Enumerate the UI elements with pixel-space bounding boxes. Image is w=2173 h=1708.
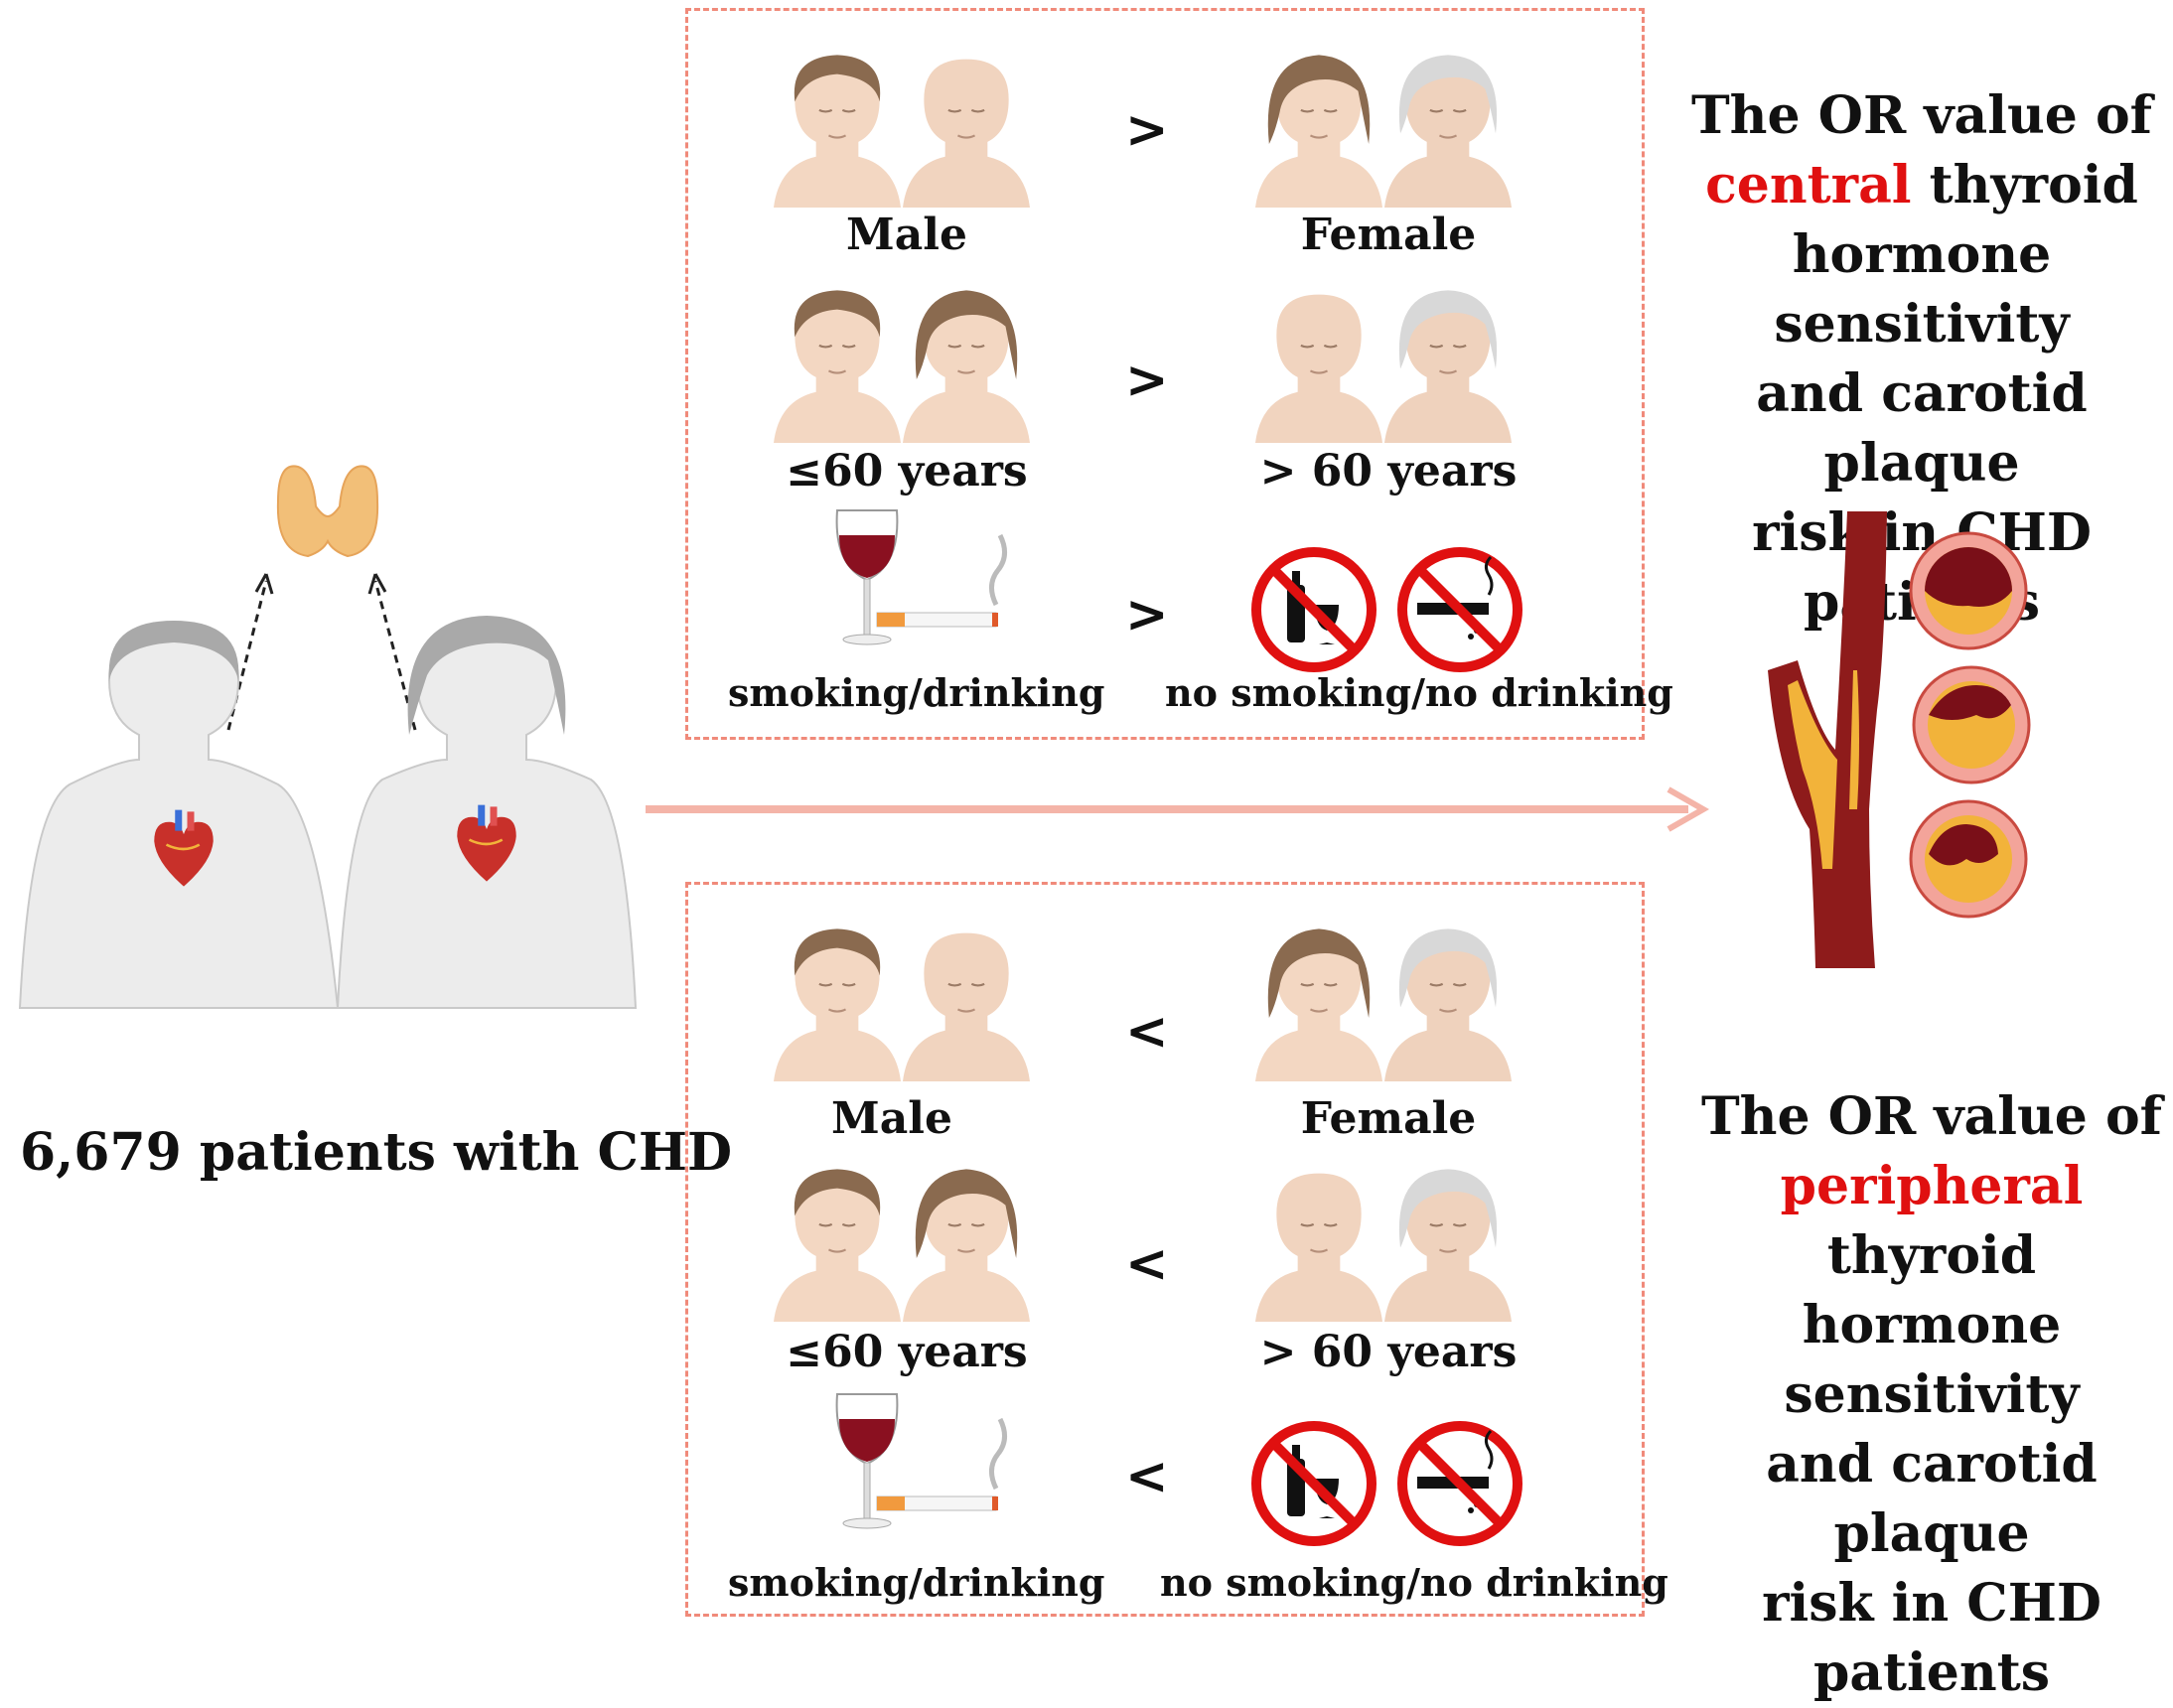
young-heads-icon bbox=[772, 289, 1032, 443]
headline-line-3: hormone sensitivity bbox=[1784, 1295, 2080, 1425]
highlight-central: central bbox=[1705, 155, 1912, 215]
comparison-symbol: < bbox=[1125, 1234, 1169, 1294]
male-label: Male bbox=[846, 210, 967, 260]
no-smoking-no-drinking-label: no smoking/no drinking bbox=[1160, 1560, 1668, 1605]
age-over-60-label: > 60 years bbox=[1259, 1327, 1518, 1377]
no-smoking-no-drinking-label: no smoking/no drinking bbox=[1165, 670, 1673, 715]
headline-thyroid: thyroid bbox=[1826, 1225, 2037, 1286]
male-label: Male bbox=[831, 1093, 952, 1144]
headline-line-4: and carotid plaque bbox=[1766, 1434, 2098, 1564]
age-under-60-label: ≤60 years bbox=[786, 446, 1028, 497]
older-heads-icon bbox=[1253, 289, 1514, 443]
flow-arrow bbox=[646, 786, 1710, 832]
headline-line-5: risk in CHD bbox=[1762, 1573, 2101, 1634]
headline-line-1: The OR value of bbox=[1690, 85, 2152, 146]
no-drinking-icon bbox=[1249, 545, 1378, 674]
female-patient-figure bbox=[336, 616, 638, 1009]
wine-cigarette-icon bbox=[817, 505, 1016, 654]
comparison-symbol: > bbox=[1125, 351, 1169, 410]
patient-count-label: 6,679 patients with CHD bbox=[20, 1122, 733, 1183]
peripheral-or-headline: The OR value of peripheral thyroid hormo… bbox=[1688, 1082, 2173, 1708]
young-heads-icon bbox=[772, 1168, 1032, 1322]
smoking-drinking-label: smoking/drinking bbox=[728, 1560, 1105, 1605]
comparison-symbol: > bbox=[1125, 100, 1169, 160]
comparison-symbol: < bbox=[1125, 1002, 1169, 1062]
male-heads-icon bbox=[772, 54, 1032, 208]
headline-thyroid: thyroid bbox=[1929, 155, 2138, 215]
male-patient-figure bbox=[18, 621, 340, 1009]
wine-cigarette-icon bbox=[817, 1389, 1016, 1538]
central-or-headline: The OR value of central thyroid hormone … bbox=[1678, 81, 2165, 638]
headline-line-6: patients bbox=[1812, 1642, 2050, 1703]
comparison-symbol: > bbox=[1125, 585, 1169, 644]
age-under-60-label: ≤60 years bbox=[786, 1327, 1028, 1377]
headline-line-5: risk in CHD bbox=[1752, 502, 2092, 563]
smoking-drinking-label: smoking/drinking bbox=[728, 670, 1105, 715]
highlight-peripheral: peripheral bbox=[1780, 1156, 2084, 1216]
headline-line-2: peripheral thyroid bbox=[1688, 1152, 2173, 1291]
dashed-arrows bbox=[226, 573, 417, 731]
headline-line-4: and carotid plaque bbox=[1756, 363, 2088, 494]
female-label: Female bbox=[1300, 210, 1477, 260]
top-comparison-panel: Male > Female ≤60 years > > 60 years smo… bbox=[685, 8, 1673, 740]
artery-cross-sections bbox=[1909, 531, 2031, 919]
no-smoking-icon bbox=[1395, 1419, 1524, 1548]
carotid-artery-illustration bbox=[1768, 511, 1887, 968]
comparison-symbol: < bbox=[1125, 1447, 1169, 1506]
no-drinking-icon bbox=[1249, 1419, 1378, 1548]
male-heads-icon bbox=[772, 927, 1032, 1081]
female-label: Female bbox=[1300, 1093, 1477, 1144]
headline-line-3: hormone sensitivity bbox=[1774, 224, 2070, 355]
headline-line-1: The OR value of bbox=[1700, 1086, 2162, 1147]
thyroid-illustration bbox=[276, 465, 379, 558]
age-over-60-label: > 60 years bbox=[1259, 446, 1518, 497]
headline-line-2: central thyroid bbox=[1678, 151, 2165, 220]
no-smoking-icon bbox=[1395, 545, 1524, 674]
female-heads-icon bbox=[1253, 927, 1514, 1081]
older-heads-icon bbox=[1253, 1168, 1514, 1322]
female-heads-icon bbox=[1253, 54, 1514, 208]
bottom-comparison-panel: Male < Female ≤60 years < > 60 years smo… bbox=[685, 882, 1668, 1617]
